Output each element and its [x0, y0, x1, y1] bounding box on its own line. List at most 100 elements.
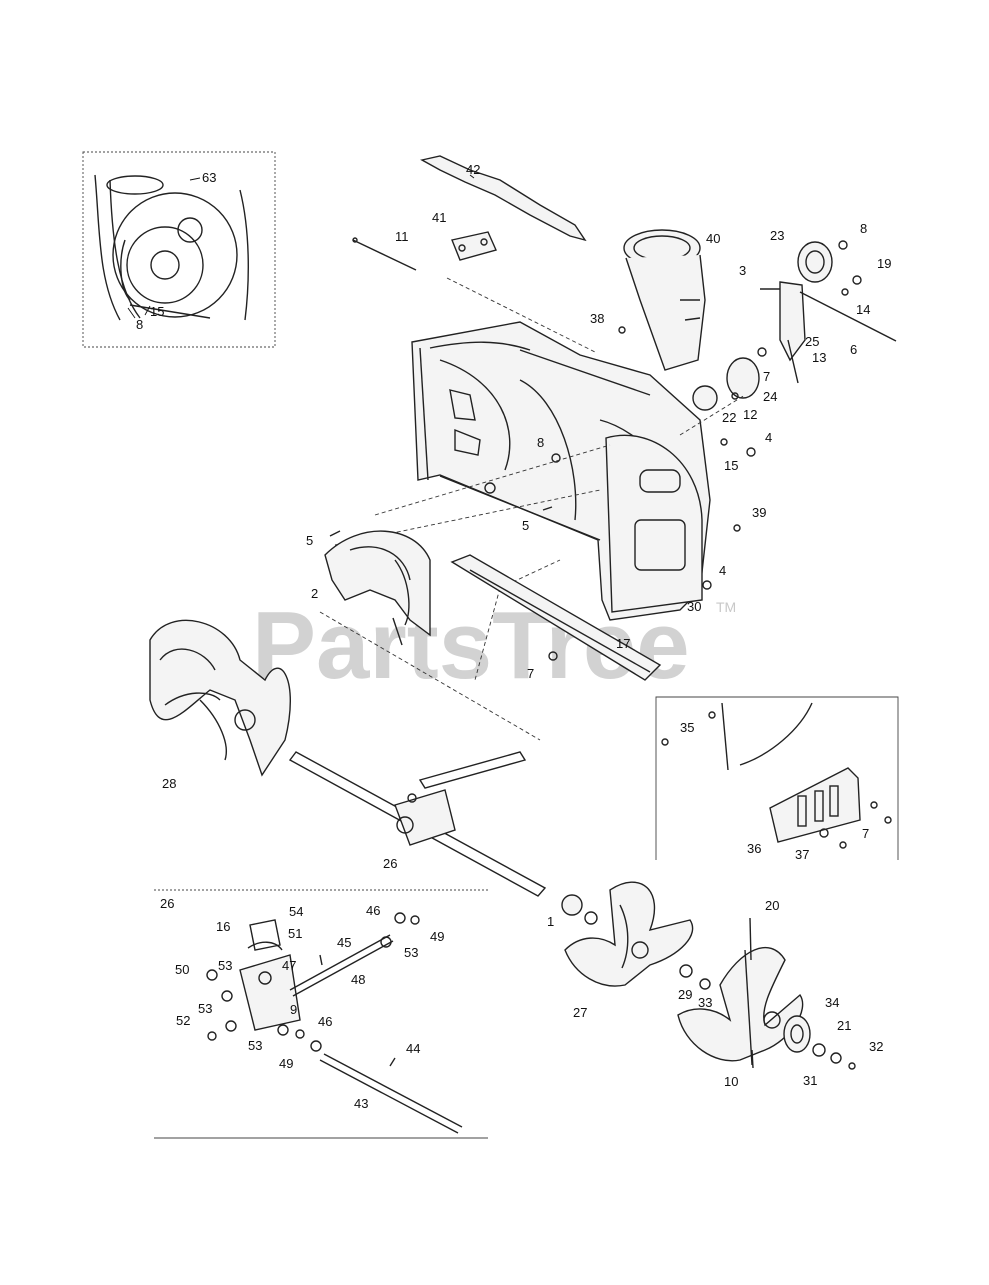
part-5-bushing	[484, 482, 496, 494]
callout-3: 3	[739, 263, 746, 278]
part-31-washer	[830, 1052, 842, 1064]
callout-7-mid: 7	[527, 666, 534, 681]
callout-50: 50	[175, 962, 189, 977]
callout-44: 44	[406, 1041, 420, 1056]
callout-39: 39	[752, 505, 766, 520]
callout-29: 29	[678, 987, 692, 1002]
callout-17: 17	[616, 636, 630, 651]
watermark-tm: TM	[716, 599, 736, 615]
part-4-nut-top	[746, 447, 756, 457]
callout-45: 45	[337, 935, 351, 950]
callout-8-top: 8	[860, 221, 867, 236]
callout-16: 16	[216, 919, 230, 934]
callout-4-top: 4	[765, 430, 772, 445]
callout-27: 27	[573, 1005, 587, 1020]
inset-housing-edge-2	[109, 179, 141, 319]
callout-15: 15	[724, 458, 738, 473]
callout-10: 10	[724, 1074, 738, 1089]
callout-38: 38	[590, 311, 604, 326]
inset-oval	[106, 175, 164, 195]
callout-48: 48	[351, 972, 365, 987]
dash-line-6	[474, 587, 501, 681]
callout-53-right: 53	[404, 945, 418, 960]
callout-19: 19	[877, 256, 891, 271]
part-40-chute	[623, 229, 706, 371]
callout-9: 9	[290, 1002, 297, 1017]
callout-46-bottom: 46	[318, 1014, 332, 1029]
callout-24: 24	[763, 389, 777, 404]
inset-housing-edge	[94, 174, 121, 321]
inset-right	[655, 696, 899, 860]
callout-20: 20	[765, 898, 779, 913]
inset-leader-8	[127, 307, 136, 319]
part-21-nut	[812, 1043, 826, 1057]
part-29-bearing	[679, 964, 693, 978]
part-24-cover	[726, 357, 760, 399]
callout-40: 40	[706, 231, 720, 246]
callout-2: 2	[311, 586, 318, 601]
inset-gearbox-label: 26	[160, 896, 174, 911]
part-12	[731, 392, 739, 400]
inset-arc	[120, 239, 131, 301]
callout-15-inset: 15	[150, 304, 164, 319]
part-17-plate	[450, 554, 662, 681]
callout-34: 34	[825, 995, 839, 1010]
part-33-nut	[699, 978, 711, 990]
part-5-bolt-left	[329, 530, 341, 537]
callout-7-top: 7	[763, 369, 770, 384]
inset-side	[239, 189, 249, 321]
callout-32: 32	[869, 1039, 883, 1054]
callout-4-bottom: 4	[719, 563, 726, 578]
callout-35: 35	[680, 720, 694, 735]
callout-8-inset: 8	[136, 317, 143, 332]
callout-51: 51	[288, 926, 302, 941]
part-41-bracket	[451, 231, 497, 261]
inset-leader-15	[144, 305, 151, 316]
callout-63: 63	[202, 170, 216, 185]
inset-leader-63	[189, 177, 201, 181]
callout-53-bottom: 53	[248, 1038, 262, 1053]
part-7-nut-plate	[548, 651, 558, 661]
part-34-cover	[783, 1015, 811, 1053]
callout-28: 28	[162, 776, 176, 791]
callout-30: 30	[687, 599, 701, 614]
callout-11: 11	[395, 229, 409, 244]
callout-21: 21	[837, 1018, 851, 1033]
callout-49-bottom: 49	[279, 1056, 293, 1071]
part-4-nut-bottom	[702, 580, 712, 590]
callout-53-mid: 53	[198, 1001, 212, 1016]
inset-belt	[129, 304, 211, 319]
inset-pulley	[177, 217, 203, 243]
part-7-nut	[757, 347, 767, 357]
part-38	[618, 326, 626, 334]
part-11-rod	[352, 237, 417, 271]
callout-43: 43	[354, 1096, 368, 1111]
callout-31: 31	[803, 1073, 817, 1088]
inset-impeller-center	[150, 250, 180, 280]
callout-5-left: 5	[306, 533, 313, 548]
part-19-nut	[852, 275, 862, 285]
callout-12: 12	[743, 407, 757, 422]
part-housing-frame	[411, 321, 711, 621]
part-28-auger	[149, 619, 292, 777]
part-14	[841, 288, 849, 296]
callout-52: 52	[176, 1013, 190, 1028]
dash-line-2	[374, 444, 611, 516]
callout-13: 13	[812, 350, 826, 365]
callout-54: 54	[289, 904, 303, 919]
part-27-auger	[564, 881, 694, 987]
part-1-bearing	[561, 894, 598, 925]
part-23-pulley	[797, 241, 833, 283]
part-25-bracket	[779, 281, 806, 362]
part-2-impeller	[324, 530, 431, 637]
part-42-shaft	[420, 155, 587, 242]
callout-49-top: 49	[430, 929, 444, 944]
part-2-spring	[392, 617, 403, 646]
part-8-nut-frame	[551, 453, 561, 463]
callout-46-top: 46	[366, 903, 380, 918]
part-15-washer	[720, 438, 728, 446]
callout-36: 36	[747, 841, 761, 856]
part-13-spring	[787, 339, 799, 384]
